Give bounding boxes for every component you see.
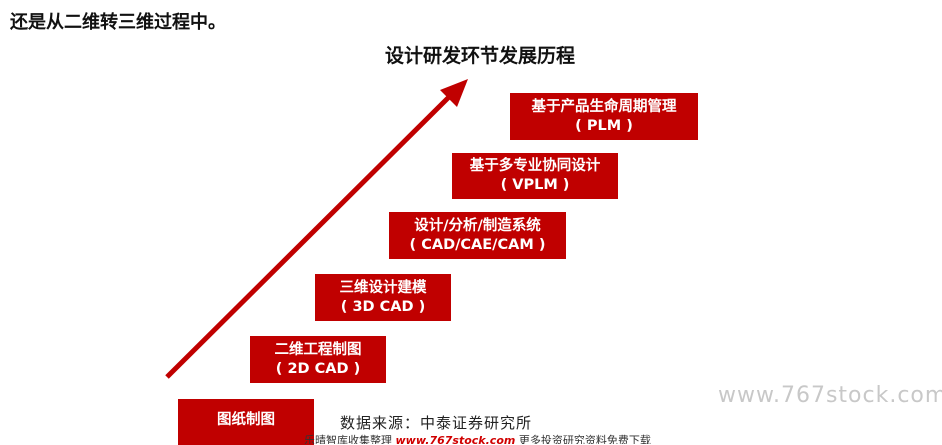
diagram-title: 设计研发环节发展历程: [385, 45, 576, 67]
footer-link[interactable]: www.767stock.com: [395, 434, 516, 444]
page-heading: 还是从二维转三维过程中。: [10, 12, 226, 33]
stage-3d-cad-abbr: ( 3D CAD ): [340, 298, 426, 315]
stage-plm: 基于产品生命周期管理 ( PLM ): [510, 93, 698, 140]
stage-vplm-abbr: ( VPLM ): [500, 177, 570, 193]
source-note: 数据来源：中泰证券研究所: [340, 414, 533, 432]
stage-cad-cae-cam-label: 设计/分析/制造系统: [414, 217, 541, 234]
stage-plm-abbr: ( PLM ): [575, 117, 633, 134]
stage-vplm-label: 基于多专业协同设计: [469, 158, 601, 174]
footer-left: 乐晴智库收集整理: [304, 434, 392, 444]
stage-plm-label: 基于产品生命周期管理: [531, 98, 677, 115]
stage-2d-cad: 二维工程制图 ( 2D CAD ): [250, 336, 386, 383]
stage-drawing: 图纸制图: [178, 399, 314, 445]
stage-cad-cae-cam-abbr: ( CAD/CAE/CAM ): [409, 236, 546, 253]
stage-3d-cad-label: 三维设计建模: [339, 279, 427, 296]
footer-right: 更多投资研究资料免费下载: [518, 434, 651, 444]
stage-vplm: 基于多专业协同设计 ( VPLM ): [452, 153, 618, 199]
stage-drawing-label: 图纸制图: [217, 412, 275, 428]
stage-cad-cae-cam: 设计/分析/制造系统 ( CAD/CAE/CAM ): [389, 212, 566, 259]
footer-bar: 乐晴智库收集整理 www.767stock.com 更多投资研究资料免费下载: [304, 432, 651, 444]
stage-2d-cad-label: 二维工程制图: [274, 341, 362, 358]
watermark: www.767stock.com: [718, 383, 942, 408]
stage-3d-cad: 三维设计建模 ( 3D CAD ): [315, 274, 451, 321]
stage-2d-cad-abbr: ( 2D CAD ): [275, 360, 361, 377]
